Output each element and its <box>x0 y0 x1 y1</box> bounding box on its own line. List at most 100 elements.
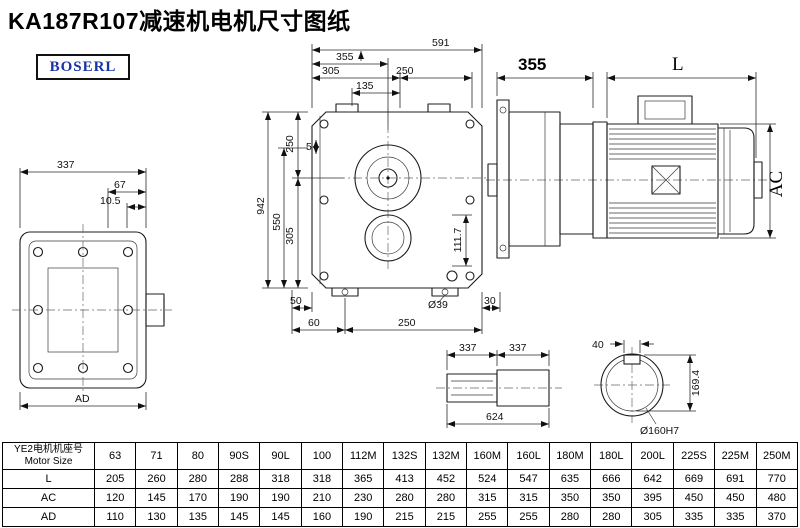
dim-cell: 160 <box>300 507 344 527</box>
motor-frame-col-header: 90S <box>218 442 261 470</box>
motor-frame-col-header: 160L <box>507 442 550 470</box>
dim-cell: 230 <box>342 488 385 508</box>
gearbox-flange <box>496 99 510 259</box>
row-label: AC <box>2 488 95 508</box>
dim-cell: 315 <box>466 488 509 508</box>
fan-cover <box>718 127 755 235</box>
motor-frame-col-header: 180M <box>548 442 592 470</box>
dim-cell: 255 <box>507 507 550 527</box>
dim-front-550: 550 <box>271 213 283 231</box>
dim-cell: 365 <box>342 469 385 489</box>
dim-leftview-width: 337 <box>57 159 75 171</box>
dim-cell: 318 <box>300 469 344 489</box>
motor-frame-col-header: 225S <box>672 442 716 470</box>
motor-frame-col-header: 180L <box>590 442 633 470</box>
dim-cell: 280 <box>424 488 468 508</box>
dim-front-111-7: 111.7 <box>452 227 464 252</box>
motor-frame-col-header: 160M <box>466 442 509 470</box>
terminal-box <box>637 95 693 125</box>
dim-cell: 280 <box>590 507 633 527</box>
dim-front-591: 591 <box>432 37 450 49</box>
motor-frame-col-header: 200L <box>631 442 674 470</box>
dim-cell: 370 <box>755 507 798 527</box>
shaft-end-view: 40 169.4 Ø160H7 <box>592 339 702 437</box>
row-label: AD <box>2 507 95 527</box>
output-bore-circle <box>354 144 422 212</box>
dim-cell: 413 <box>383 469 426 489</box>
motor-frame-col-header: 100 <box>300 442 344 470</box>
dim-cell: 145 <box>135 488 178 508</box>
motor-fins <box>609 128 716 234</box>
page-title: KA187R107减速机电机尺寸图纸 <box>8 8 351 34</box>
dim-cell: 669 <box>672 469 716 489</box>
dim-cell: 210 <box>300 488 344 508</box>
keyway <box>623 354 641 365</box>
bore-outer-circle <box>600 353 664 417</box>
side-view: 355 L AC <box>486 54 787 259</box>
logo-text: BOSERL <box>49 58 117 75</box>
dim-front-305: 305 <box>322 65 340 77</box>
left-view: 337 67 10.5 AD <box>12 159 172 410</box>
dim-cell: 288 <box>218 469 261 489</box>
dim-cell: 135 <box>176 507 220 527</box>
shaft-detail-view: 337 337 624 <box>436 342 562 428</box>
dim-leftview-ad: AD <box>75 393 90 405</box>
dim-cell: 145 <box>259 507 302 527</box>
dim-front-30: 30 <box>484 295 496 307</box>
dim-cell: 315 <box>507 488 550 508</box>
motor-frame-col-header: 132S <box>383 442 426 470</box>
dim-front-60: 60 <box>308 317 320 329</box>
motor-frame-col-header: 63 <box>93 442 137 470</box>
motor-frame-col-header: 90L <box>259 442 302 470</box>
dim-leftview-67: 67 <box>114 179 126 191</box>
dim-side-355: 355 <box>518 55 546 74</box>
motor-frame-col-header: 225M <box>714 442 757 470</box>
motor-frame-col-header: 71 <box>135 442 178 470</box>
dim-cell: 452 <box>424 469 468 489</box>
dim-front-50: 50 <box>290 295 302 307</box>
dim-cell: 450 <box>714 488 757 508</box>
technical-drawing: 337 67 10.5 AD <box>12 37 787 437</box>
dim-cell: 547 <box>507 469 550 489</box>
motor-frame-col-header: 80 <box>176 442 220 470</box>
dim-cell: 110 <box>93 507 137 527</box>
dim-cell: 280 <box>176 469 220 489</box>
dim-front-305-left: 305 <box>284 227 296 245</box>
dim-cell: 350 <box>548 488 592 508</box>
dim-cell: 770 <box>755 469 798 489</box>
dim-cell: 205 <box>93 469 137 489</box>
dim-leftview-10-5: 10.5 <box>100 195 121 207</box>
dim-cell: 335 <box>714 507 757 527</box>
dim-shaft-624: 624 <box>486 411 504 423</box>
dim-cell: 642 <box>631 469 674 489</box>
dim-cell: 215 <box>383 507 426 527</box>
dim-front-250-top: 250 <box>396 65 414 77</box>
dim-cell: 260 <box>135 469 178 489</box>
dim-cell: 335 <box>672 507 716 527</box>
boserl-logo: BOSERL <box>36 54 130 80</box>
dim-shaft-337a: 337 <box>459 342 477 354</box>
dim-cell: 305 <box>631 507 674 527</box>
motor-frame-col-header: 112M <box>342 442 385 470</box>
dim-cell: 190 <box>259 488 302 508</box>
dim-cell: 318 <box>259 469 302 489</box>
dim-cell: 190 <box>218 488 261 508</box>
dim-cell: 350 <box>590 488 633 508</box>
dim-front-942: 942 <box>255 197 267 215</box>
dim-front-135: 135 <box>356 80 374 92</box>
dim-cell: 635 <box>548 469 592 489</box>
motor-frame-col-header: 250M <box>755 442 798 470</box>
dim-cell: 170 <box>176 488 220 508</box>
front-view: 591 355 305 250 135 942 550 305 <box>255 37 501 334</box>
dim-cell: 145 <box>218 507 261 527</box>
dim-front-250-bottom: 250 <box>398 317 416 329</box>
row-label: L <box>2 469 95 489</box>
dim-cell: 255 <box>466 507 509 527</box>
dim-bore-keyway-width: 40 <box>592 339 604 351</box>
dim-bore-keyway-height: 169.4 <box>690 370 702 396</box>
